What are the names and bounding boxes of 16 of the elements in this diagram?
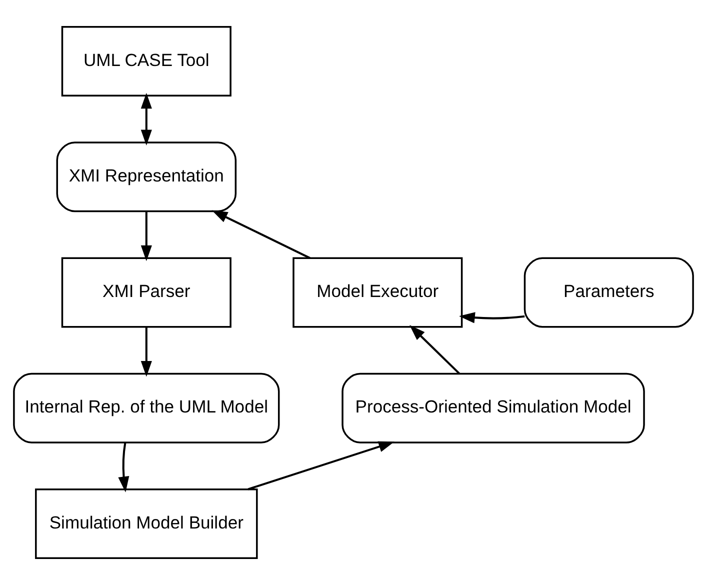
node-box: Internal Rep. of the UML Model: [13, 372, 280, 443]
arrow: [140, 92, 152, 146]
arrow: [410, 324, 460, 374]
arrow: [140, 211, 152, 261]
node-box: Simulation Model Builder: [35, 488, 258, 559]
node-box: Process-Oriented Simulation Model: [342, 372, 645, 443]
node-box: XMI Parser: [61, 256, 232, 328]
arrow: [118, 442, 130, 492]
arrow: [248, 440, 394, 490]
node-box: UML CASE Tool: [61, 25, 232, 96]
node-box: Parameters: [524, 256, 694, 328]
arrow: [140, 326, 152, 376]
node-box: XMI Representation: [56, 141, 237, 212]
node-box: Model Executor: [292, 256, 463, 328]
arrow: [212, 210, 310, 258]
arrow: [459, 312, 525, 323]
